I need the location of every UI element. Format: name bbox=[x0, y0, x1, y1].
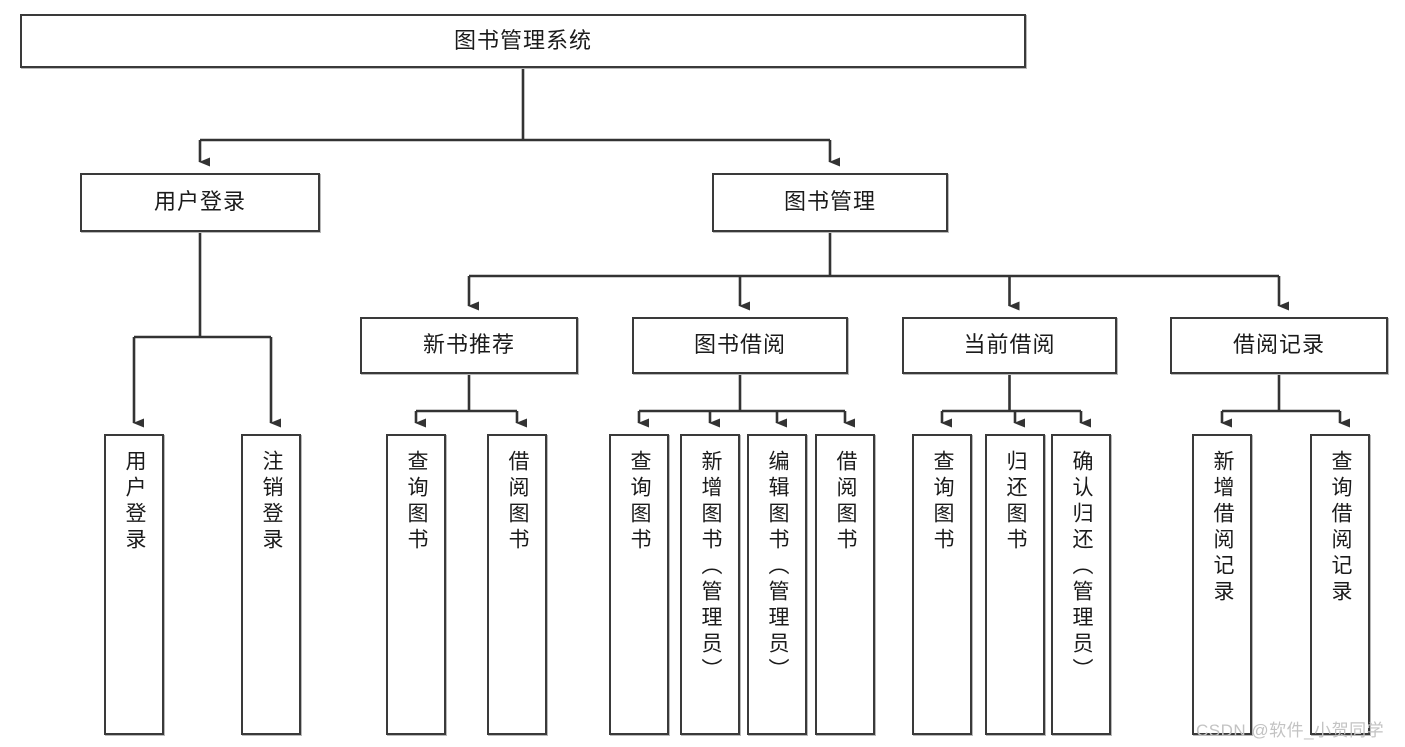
node-leaf-add-record[interactable]: 新增借阅记录 bbox=[1192, 434, 1252, 735]
node-leaf-confirm-return[interactable]: 确认归还（管理员） bbox=[1051, 434, 1111, 735]
node-leaf-edit-book[interactable]: 编辑图书（管理员） bbox=[747, 434, 807, 735]
node-leaf-user-login[interactable]: 用户登录 bbox=[104, 434, 164, 735]
node-leaf-edit-book-label: 编辑图书（管理员） bbox=[766, 450, 790, 684]
node-new-book-rec[interactable]: 新书推荐 bbox=[360, 317, 578, 374]
node-leaf-query-book-3[interactable]: 查询图书 bbox=[912, 434, 972, 735]
node-book-manage[interactable]: 图书管理 bbox=[712, 173, 948, 232]
node-leaf-borrow-book-2[interactable]: 借阅图书 bbox=[815, 434, 875, 735]
node-leaf-query-book-2[interactable]: 查询图书 bbox=[609, 434, 669, 735]
node-leaf-query-record[interactable]: 查询借阅记录 bbox=[1310, 434, 1370, 735]
node-leaf-query-book-1-label: 查询图书 bbox=[405, 450, 429, 554]
node-leaf-query-book-3-label: 查询图书 bbox=[931, 450, 955, 554]
node-leaf-logout[interactable]: 注销登录 bbox=[241, 434, 301, 735]
node-leaf-query-record-label: 查询借阅记录 bbox=[1329, 450, 1353, 606]
node-leaf-query-book-2-label: 查询图书 bbox=[628, 450, 652, 554]
node-leaf-confirm-return-label: 确认归还（管理员） bbox=[1070, 450, 1094, 684]
node-book-borrow-label: 图书借阅 bbox=[693, 332, 786, 358]
node-leaf-borrow-book-1-label: 借阅图书 bbox=[506, 450, 530, 554]
node-leaf-borrow-book-1[interactable]: 借阅图书 bbox=[487, 434, 547, 735]
node-book-manage-label: 图书管理 bbox=[783, 189, 876, 215]
node-current-borrow[interactable]: 当前借阅 bbox=[902, 317, 1117, 374]
node-leaf-add-book[interactable]: 新增图书（管理员） bbox=[680, 434, 740, 735]
node-leaf-user-login-label: 用户登录 bbox=[123, 450, 147, 554]
node-leaf-logout-label: 注销登录 bbox=[260, 450, 284, 554]
node-leaf-return-book[interactable]: 归还图书 bbox=[985, 434, 1045, 735]
node-borrow-record[interactable]: 借阅记录 bbox=[1170, 317, 1388, 374]
node-leaf-add-book-label: 新增图书（管理员） bbox=[699, 450, 723, 684]
node-user-login-label: 用户登录 bbox=[153, 189, 246, 215]
node-new-book-rec-label: 新书推荐 bbox=[422, 332, 515, 358]
node-leaf-return-book-label: 归还图书 bbox=[1004, 450, 1028, 554]
node-borrow-record-label: 借阅记录 bbox=[1232, 332, 1325, 358]
node-leaf-add-record-label: 新增借阅记录 bbox=[1211, 450, 1235, 606]
node-user-login[interactable]: 用户登录 bbox=[80, 173, 320, 232]
node-current-borrow-label: 当前借阅 bbox=[963, 332, 1056, 358]
watermark: CSDN @软件_小贺同学 bbox=[1196, 721, 1385, 740]
node-leaf-query-book-1[interactable]: 查询图书 bbox=[386, 434, 446, 735]
node-book-borrow[interactable]: 图书借阅 bbox=[632, 317, 848, 374]
node-root-label: 图书管理系统 bbox=[453, 27, 592, 53]
node-leaf-borrow-book-2-label: 借阅图书 bbox=[834, 450, 858, 554]
node-root[interactable]: 图书管理系统 bbox=[20, 14, 1026, 68]
